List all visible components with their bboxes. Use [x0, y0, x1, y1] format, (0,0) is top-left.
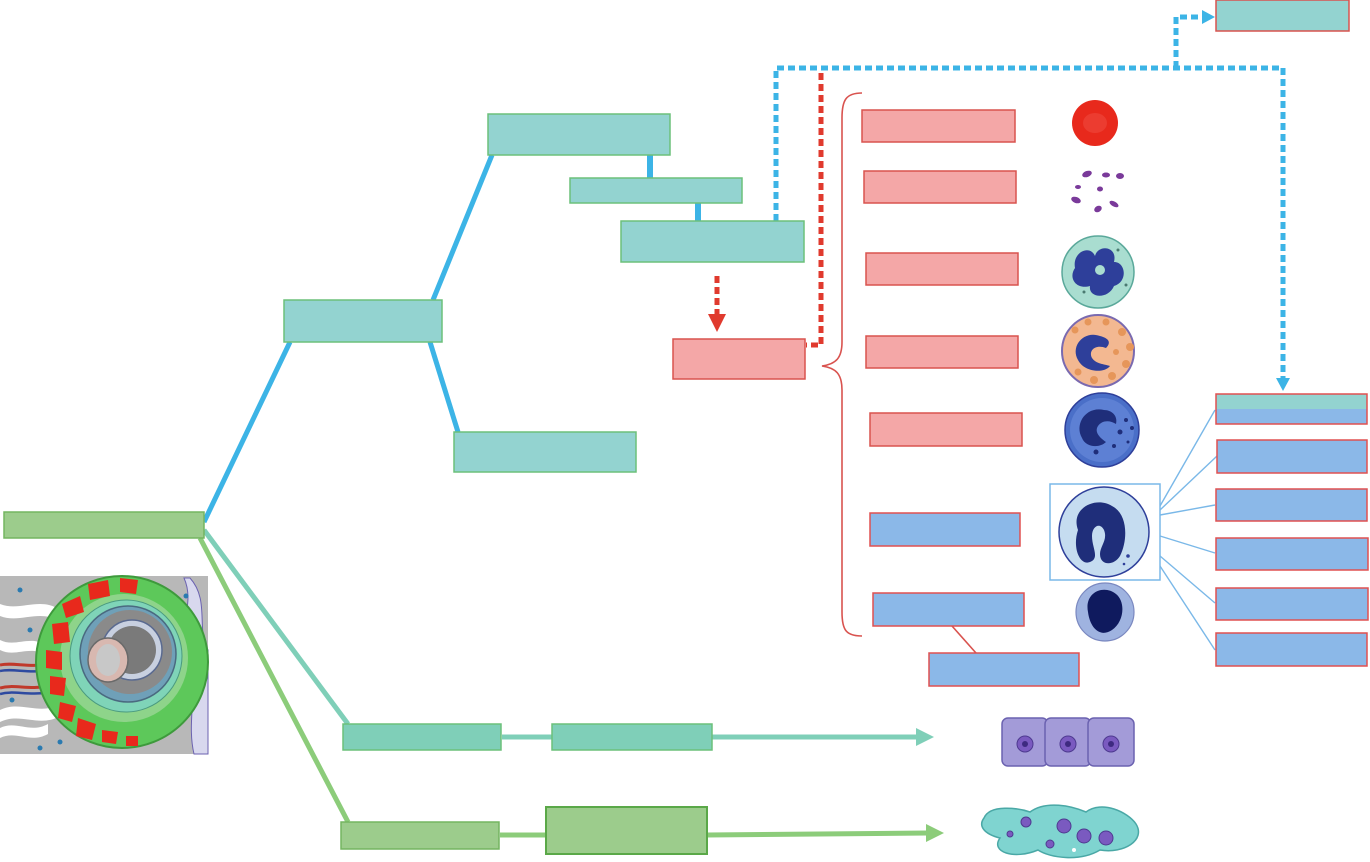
- box-root-stem-cell: [3, 511, 205, 539]
- connectors: [197, 10, 1290, 842]
- box-right-1-top-half: [1216, 394, 1367, 409]
- box-upper-level2: [487, 113, 671, 156]
- box-branch-level1: [283, 299, 443, 343]
- tissue-cross-section-icon: [0, 575, 209, 755]
- connector-root-to-green-row: [197, 536, 351, 824]
- box-lower-level4: [620, 220, 805, 263]
- dotted-arrow-down-head: [1276, 378, 1290, 391]
- box-platelets: [863, 170, 1017, 204]
- box-right-1-outline: [1215, 393, 1368, 425]
- box-green-row-1: [340, 821, 500, 850]
- arrow-green-to-connective: [706, 830, 929, 838]
- box-lower-level2: [453, 431, 637, 473]
- red-dotted-bracket-link: [806, 73, 824, 348]
- connector-branch-to-upper: [430, 154, 495, 301]
- connector-root-to-teal-row: [201, 528, 351, 726]
- connective-tissue-icon: [980, 804, 1140, 859]
- box-top-right-target: [1215, 0, 1350, 32]
- connector-root-to-branch: [201, 340, 293, 524]
- cell-illustrations: [980, 100, 1161, 859]
- box-monocyte: [869, 512, 1021, 547]
- box-bottom-group: [928, 652, 1080, 687]
- box-right-6: [1215, 632, 1368, 667]
- dotted-route-to-top-and-right: [773, 65, 1286, 380]
- monocyte-fan-lines: [1159, 409, 1218, 651]
- erythrocyte-icon: [1072, 100, 1118, 146]
- eosinophil-icon: [1061, 314, 1135, 388]
- box-teal-row-2: [551, 723, 713, 751]
- platelets-icon: [1071, 170, 1124, 213]
- box-basophil: [869, 412, 1023, 447]
- arrow-green-head: [926, 824, 944, 842]
- box-right-3: [1215, 488, 1368, 522]
- box-right-2: [1216, 439, 1368, 474]
- box-green-row-2: [545, 806, 708, 855]
- box-lymphocyte: [872, 592, 1025, 627]
- box-right-4: [1215, 537, 1369, 571]
- box-eosinophil: [865, 335, 1019, 369]
- box-right-5: [1215, 587, 1369, 621]
- neutrophil-icon: [1061, 235, 1135, 309]
- dotted-arrow-right-head: [1202, 10, 1215, 24]
- curly-bracket: [821, 92, 863, 637]
- box-right-1-bottom-half: [1216, 409, 1367, 424]
- box-neutrophil: [865, 252, 1019, 286]
- connector-branch-to-lower: [427, 341, 461, 433]
- dotted-route-up-to-corner: [1173, 14, 1203, 68]
- box-erythrocyte: [861, 109, 1016, 143]
- boxes: [3, 0, 1369, 855]
- box-myeloid-progenitor: [672, 338, 806, 380]
- basophil-icon: [1064, 392, 1140, 468]
- box-teal-row-1: [342, 723, 502, 751]
- monocyte-icon: [1049, 483, 1161, 581]
- bracket-to-bottom-box: [951, 625, 977, 654]
- epithelial-cells-icon: [1001, 717, 1135, 767]
- lymphocyte-icon: [1075, 582, 1135, 642]
- box-mid-level3: [569, 177, 743, 204]
- red-dotted-down-head: [708, 314, 726, 332]
- arrow-teal-head: [916, 728, 934, 746]
